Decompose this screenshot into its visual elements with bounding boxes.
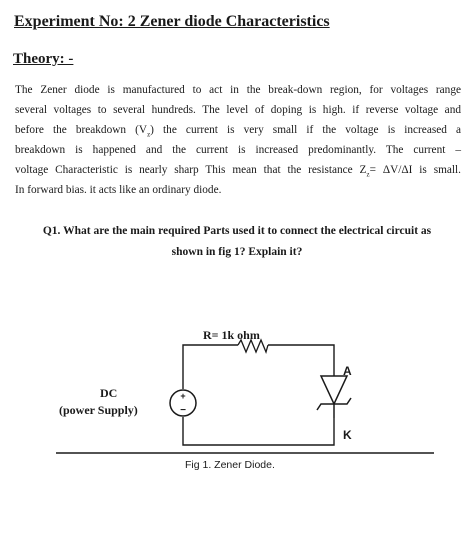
cathode-label: K [343,428,352,442]
power-supply-label: (power Supply) [59,403,138,417]
plus-sign: + [180,391,185,401]
diode-triangle [319,375,349,406]
theory-line-4: breakdown is happened and the current is… [15,144,461,156]
theory-line-5-start: voltage Characteristic is nearly sharp T… [15,164,367,176]
theory-line-1: The Zener diode is manufactured to act i… [15,84,461,96]
figure-caption: Fig 1. Zener Diode. [185,459,275,471]
zener-diode-symbol [316,375,352,418]
theory-line-3: before the breakdown (Vz) the current is… [15,120,461,140]
theory-line-6: In forward bias. it acts like an ordinar… [15,184,222,196]
question-line-2: shown in fig 1? Explain it? [171,246,303,258]
theory-line-5: voltage Characteristic is nearly sharp T… [15,160,461,180]
theory-line-3-end: ) the current is very small if the volta… [150,124,462,136]
minus-sign: − [180,405,186,416]
theory-line-3-start: before the breakdown (V [15,124,148,136]
resistor-label: R= 1k ohm [203,328,260,342]
zz-subscript: z [366,170,370,179]
vz-subscript: z [147,130,151,139]
theory-heading: Theory: - [13,51,74,67]
resistor-symbol [237,338,269,354]
wire-top-left [182,344,238,389]
wire-top-right [268,344,335,376]
dc-label: DC [100,386,118,400]
anode-label: A [343,364,352,378]
theory-line-2: several voltages to several hundreds. Th… [15,104,461,116]
theory-paragraph: The Zener diode is manufactured to act i… [15,80,461,200]
theory-line-5-end: = ΔV/ΔI is small. [369,164,461,176]
wire-bottom [182,417,335,446]
experiment-title: Experiment No: 2 Zener diode Characteris… [14,13,330,30]
dc-source-symbol [169,389,197,417]
question-line-1: Q1. What are the main required Parts use… [42,225,432,237]
